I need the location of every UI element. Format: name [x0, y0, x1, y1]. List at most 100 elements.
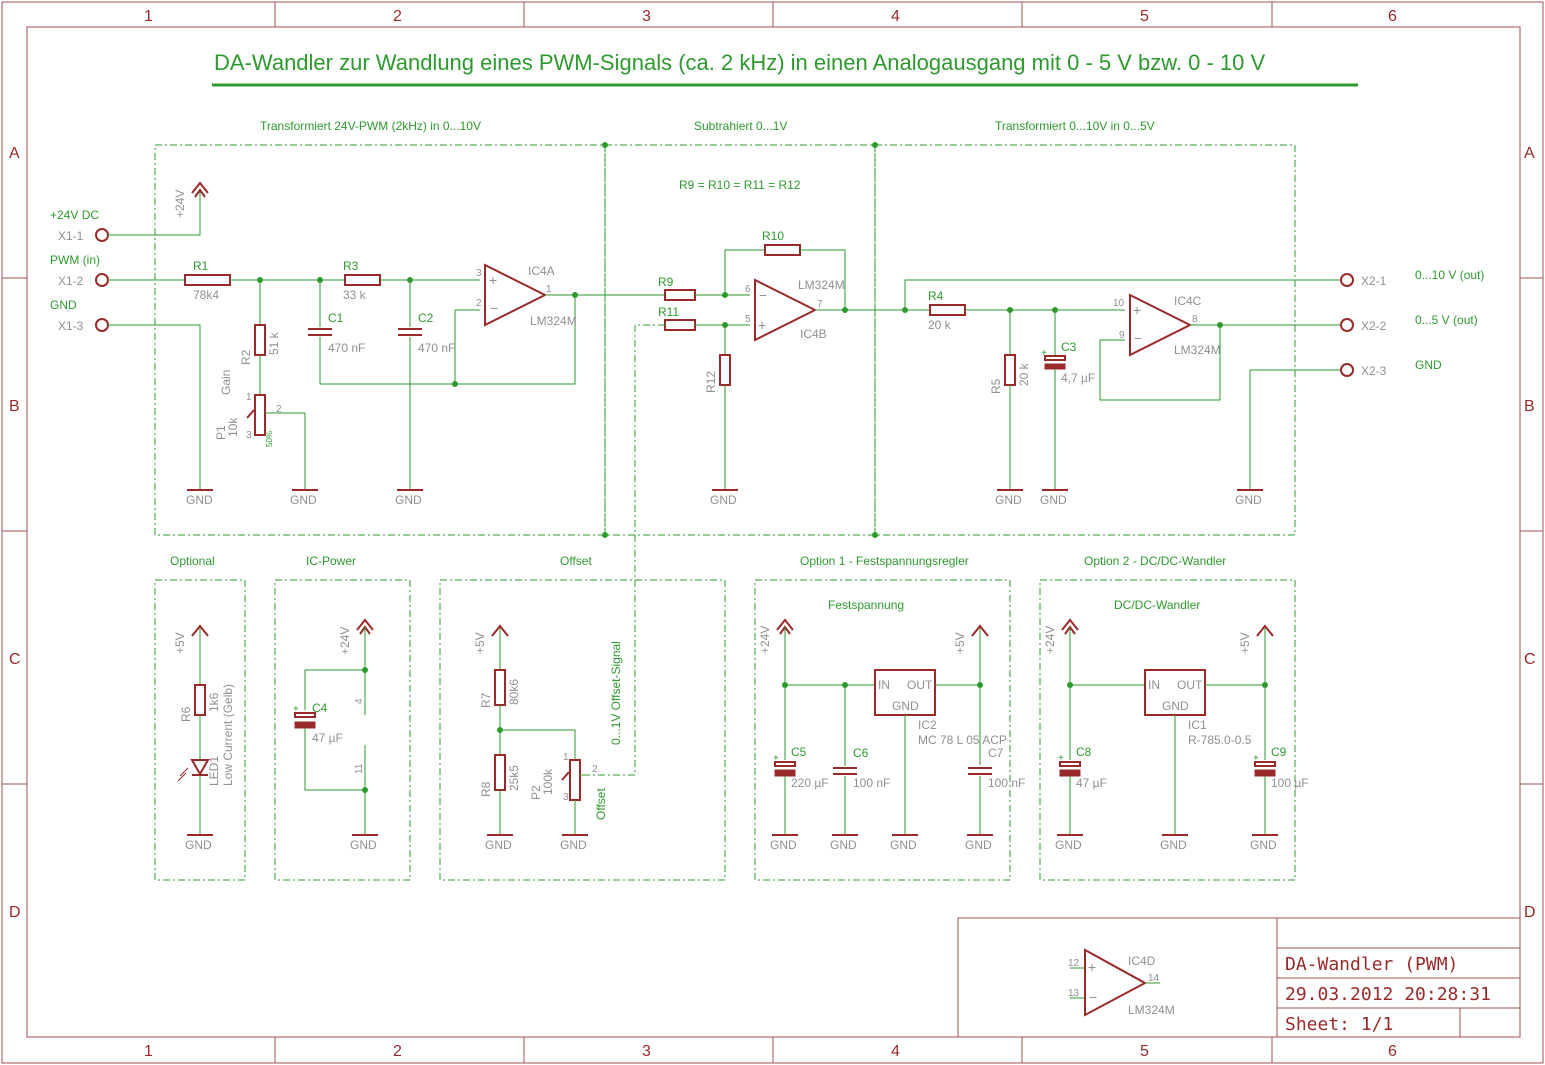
- svg-text:+: +: [1041, 348, 1047, 359]
- part-value: 100k: [541, 768, 555, 795]
- col-label: 2: [393, 8, 402, 25]
- net-label: +24V: [1043, 626, 1057, 654]
- gnd-label: GND: [1160, 838, 1187, 852]
- part-value: 220 µF: [791, 776, 829, 790]
- pin-number: 11: [354, 763, 365, 774]
- part-name: C9: [1271, 745, 1287, 759]
- connector-x2-2: [1340, 318, 1354, 332]
- part-name: C3: [1061, 340, 1077, 354]
- supply-5v-arrow: [971, 624, 989, 637]
- opamp-ic4a: [484, 263, 548, 327]
- potentiometer-p2: [569, 759, 581, 801]
- col-label: 1: [144, 1043, 153, 1060]
- net-label: +5V: [173, 632, 187, 654]
- row-label: B: [1524, 398, 1535, 415]
- part-value: 20 k: [1017, 362, 1031, 386]
- part-name: IC1: [1188, 718, 1207, 732]
- pin-number: 1: [246, 392, 252, 403]
- part-name: R5: [989, 378, 1003, 394]
- col-label: 5: [1140, 8, 1149, 25]
- resistor-r2: [254, 324, 266, 356]
- row-label: C: [1524, 651, 1536, 668]
- part-name: IC4B: [800, 327, 827, 341]
- title-block-datetime: 29.03.2012 20:28:31: [1285, 984, 1491, 1005]
- svg-text:+: +: [1253, 753, 1259, 764]
- resistor-r7: [494, 669, 506, 706]
- resistor-r5: [1004, 354, 1016, 386]
- ic-power-circuit: +24V + C4 47 µF 4 11 GND: [293, 618, 378, 852]
- title-block: DA-Wandler (PWM) 29.03.2012 20:28:31 She…: [957, 917, 1521, 1038]
- connector-x1-3: [95, 318, 109, 332]
- row-label: D: [1524, 904, 1536, 921]
- svg-text:+: +: [293, 704, 299, 715]
- gnd-label: GND: [185, 838, 212, 852]
- pin-number: 6: [745, 284, 751, 295]
- frame-labels: 1 2 3 4 5 6 1 2 3 4 5 6 A B C D A B C D: [9, 8, 1536, 1060]
- pin-number: 4: [354, 698, 365, 704]
- row-label: D: [9, 904, 21, 921]
- led-symbol: [190, 759, 210, 777]
- gnd-label: GND: [560, 838, 587, 852]
- part-type: MC 78 L 05 ACP: [918, 733, 1007, 747]
- part-type: LM324M: [1174, 343, 1221, 357]
- resistor-r10: [764, 244, 801, 256]
- part-name: R8: [479, 781, 493, 797]
- resistor-r8: [494, 754, 506, 791]
- part-name: R9: [658, 275, 674, 289]
- part-value: 33 k: [343, 288, 367, 302]
- opamp-ic4b: [754, 278, 818, 342]
- part-value: 47 µF: [312, 731, 343, 745]
- connector-name: X2-3: [1361, 364, 1387, 378]
- section-title: Option 1 - Festspannungsregler: [800, 554, 969, 568]
- gnd-label: GND: [1040, 493, 1067, 507]
- pin-number: 3: [476, 268, 482, 279]
- opamp-minus: −: [1134, 330, 1142, 346]
- supply-24v-arrow: [191, 181, 209, 198]
- col-label: 2: [393, 1043, 402, 1060]
- capacitor-c4: [294, 712, 316, 718]
- part-name: C4: [312, 701, 328, 715]
- offset-circuit: +5V R7 80k6 R8 25k5 GND GND 1 2 3 P2 100…: [473, 624, 623, 852]
- connector-name: X2-1: [1361, 274, 1387, 288]
- row-label: C: [9, 651, 21, 668]
- part-value: 100 µF: [1271, 776, 1309, 790]
- regulator-pin: OUT: [907, 678, 933, 692]
- supply-5v-arrow: [1256, 624, 1274, 637]
- input-connectors: +24V DC X1-1 PWM (in) X1-2 GND X1-3: [50, 208, 109, 333]
- pot-label: Gain: [219, 370, 233, 395]
- col-label: 3: [642, 1043, 651, 1060]
- col-label: 4: [891, 1043, 900, 1060]
- opamp-plus: +: [1088, 959, 1096, 975]
- opamp-ic4d: [1084, 948, 1148, 1017]
- gnd-label: GND: [1235, 493, 1262, 507]
- section-titles: Transformiert 24V-PWM (2kHz) in 0...10V …: [170, 119, 1226, 612]
- opamp-minus: −: [490, 300, 498, 316]
- regulator-pin: OUT: [1177, 678, 1203, 692]
- gnd-label: GND: [350, 838, 377, 852]
- part-value: 100 nF: [988, 776, 1025, 790]
- row-label: A: [9, 145, 20, 162]
- pin-number: 3: [246, 430, 252, 441]
- gnd-label: GND: [395, 493, 422, 507]
- row-label: B: [9, 398, 20, 415]
- section-title: Subtrahiert 0...1V: [694, 119, 787, 133]
- resistor-r11: [664, 319, 696, 331]
- pin-number: 3: [563, 792, 569, 803]
- part-name: R6: [179, 706, 193, 722]
- stage3-circuit: R4 20 k R5 20 k GND + GND C3 4,7 µF + − …: [902, 279, 1340, 507]
- part-value: 25k5: [507, 765, 521, 791]
- part-value: 100 nF: [853, 776, 890, 790]
- opamp-plus: +: [758, 317, 766, 333]
- part-name: R10: [762, 229, 784, 243]
- net-label: +5V: [473, 632, 487, 654]
- gnd-label: GND: [890, 838, 917, 852]
- connector-x2-1: [1340, 273, 1354, 287]
- resistor-r6: [194, 684, 206, 716]
- net-label: +24V: [758, 626, 772, 654]
- section-subtitle: Festspannung: [828, 598, 904, 612]
- col-label: 5: [1140, 1043, 1149, 1060]
- part-name: R7: [479, 692, 493, 708]
- connector-name: X1-2: [58, 274, 84, 288]
- pin-number: 2: [592, 764, 598, 775]
- connector-label: 0...10 V (out): [1415, 268, 1484, 282]
